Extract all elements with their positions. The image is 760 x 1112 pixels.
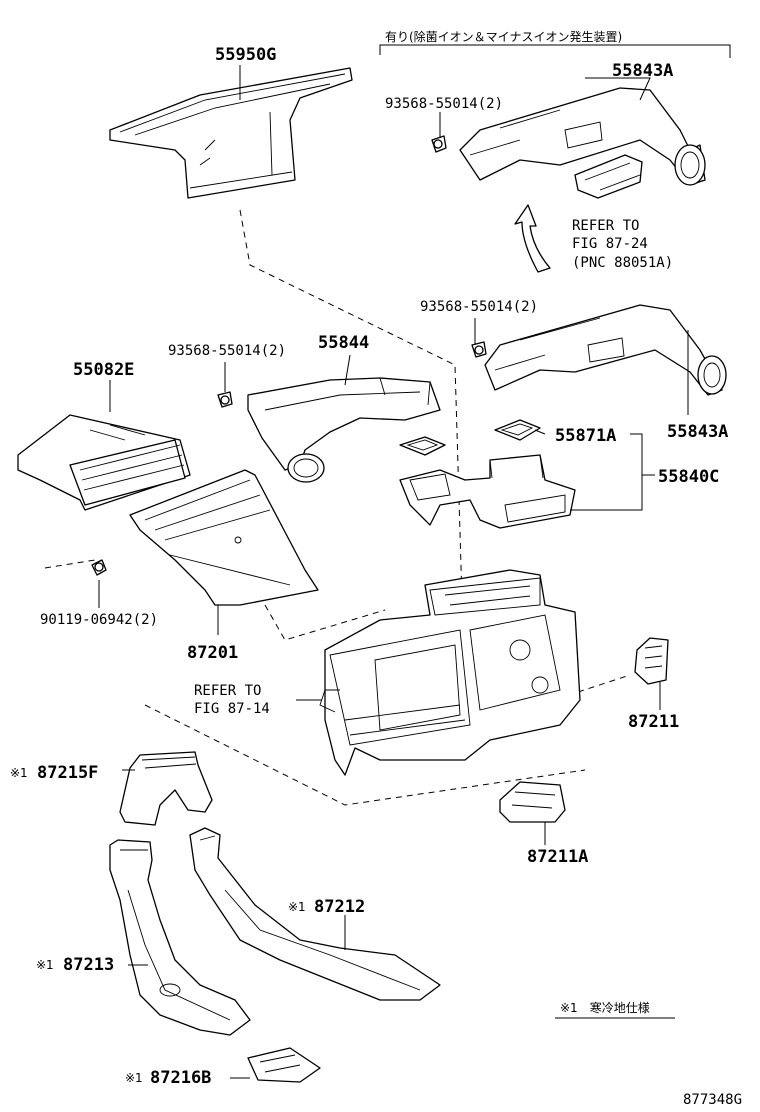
- label-screw: 90119-06942(2): [40, 612, 158, 628]
- label-55950g: 55950G: [215, 45, 276, 65]
- part-55082e[interactable]: [17, 414, 191, 511]
- label-bolt-left: 93568-55014(2): [168, 343, 286, 359]
- label-55871a: 55871A: [555, 426, 616, 446]
- part-labels: 55950G 有り(除菌イオン＆マイナスイオン発生装置) 55843A 9356…: [10, 29, 742, 1108]
- refer-87-14-line2: FIG 87-14: [194, 701, 270, 717]
- label-bolt-top: 93568-55014(2): [385, 96, 503, 112]
- part-87201[interactable]: [129, 469, 319, 606]
- refer-arrow: [514, 204, 551, 273]
- label-87215f: 87215F: [37, 763, 98, 783]
- part-87213[interactable]: [109, 839, 251, 1036]
- ion-generator-unit[interactable]: [574, 154, 643, 199]
- label-55840c: 55840C: [658, 467, 719, 487]
- part-87215f[interactable]: [119, 751, 213, 826]
- part-55844[interactable]: [247, 377, 441, 483]
- heater-unit[interactable]: [319, 569, 581, 776]
- label-55844: 55844: [318, 333, 369, 353]
- cold-mark-87213: ※1: [36, 958, 54, 972]
- part-55950g[interactable]: [109, 67, 353, 199]
- label-87211a: 87211A: [527, 847, 588, 867]
- note-option: 有り(除菌イオン＆マイナスイオン発生装置): [385, 29, 622, 44]
- screw[interactable]: [91, 559, 107, 576]
- bolt-left[interactable]: [217, 391, 233, 408]
- cold-mark-87216b: ※1: [125, 1071, 143, 1085]
- part-55843a-upper[interactable]: [459, 87, 706, 186]
- label-87211: 87211: [628, 712, 679, 732]
- label-55843a-mid: 55843A: [667, 422, 728, 442]
- part-87216b[interactable]: [247, 1047, 321, 1083]
- label-87216b: 87216B: [150, 1068, 211, 1088]
- part-87211a[interactable]: [499, 781, 566, 823]
- cold-mark-87212: ※1: [288, 900, 306, 914]
- part-87211[interactable]: [634, 637, 669, 685]
- refer-87-24-line2: FIG 87-24: [572, 236, 648, 252]
- part-55843a-mid[interactable]: [484, 304, 727, 396]
- label-55082e: 55082E: [73, 360, 134, 380]
- part-87212[interactable]: [189, 827, 441, 1001]
- label-87212: 87212: [314, 897, 365, 917]
- label-87213: 87213: [63, 955, 114, 975]
- label-87201: 87201: [187, 643, 238, 663]
- figure-code: 877348G: [683, 1092, 742, 1108]
- label-55843a-top: 55843A: [612, 61, 673, 81]
- bolt-mid[interactable]: [471, 341, 487, 358]
- refer-87-24-line3: (PNC 88051A): [572, 255, 673, 271]
- cold-mark-87215f: ※1: [10, 766, 28, 780]
- legend-note: ※1 寒冷地仕様: [560, 1000, 650, 1015]
- part-55871a[interactable]: [399, 419, 541, 456]
- refer-87-24-line1: REFER TO: [572, 218, 639, 234]
- leader-lines: [98, 44, 731, 1079]
- refer-87-14-line1: REFER TO: [194, 683, 261, 699]
- part-55840c[interactable]: [399, 454, 576, 529]
- bolt-upper[interactable]: [431, 135, 447, 153]
- label-bolt-mid: 93568-55014(2): [420, 299, 538, 315]
